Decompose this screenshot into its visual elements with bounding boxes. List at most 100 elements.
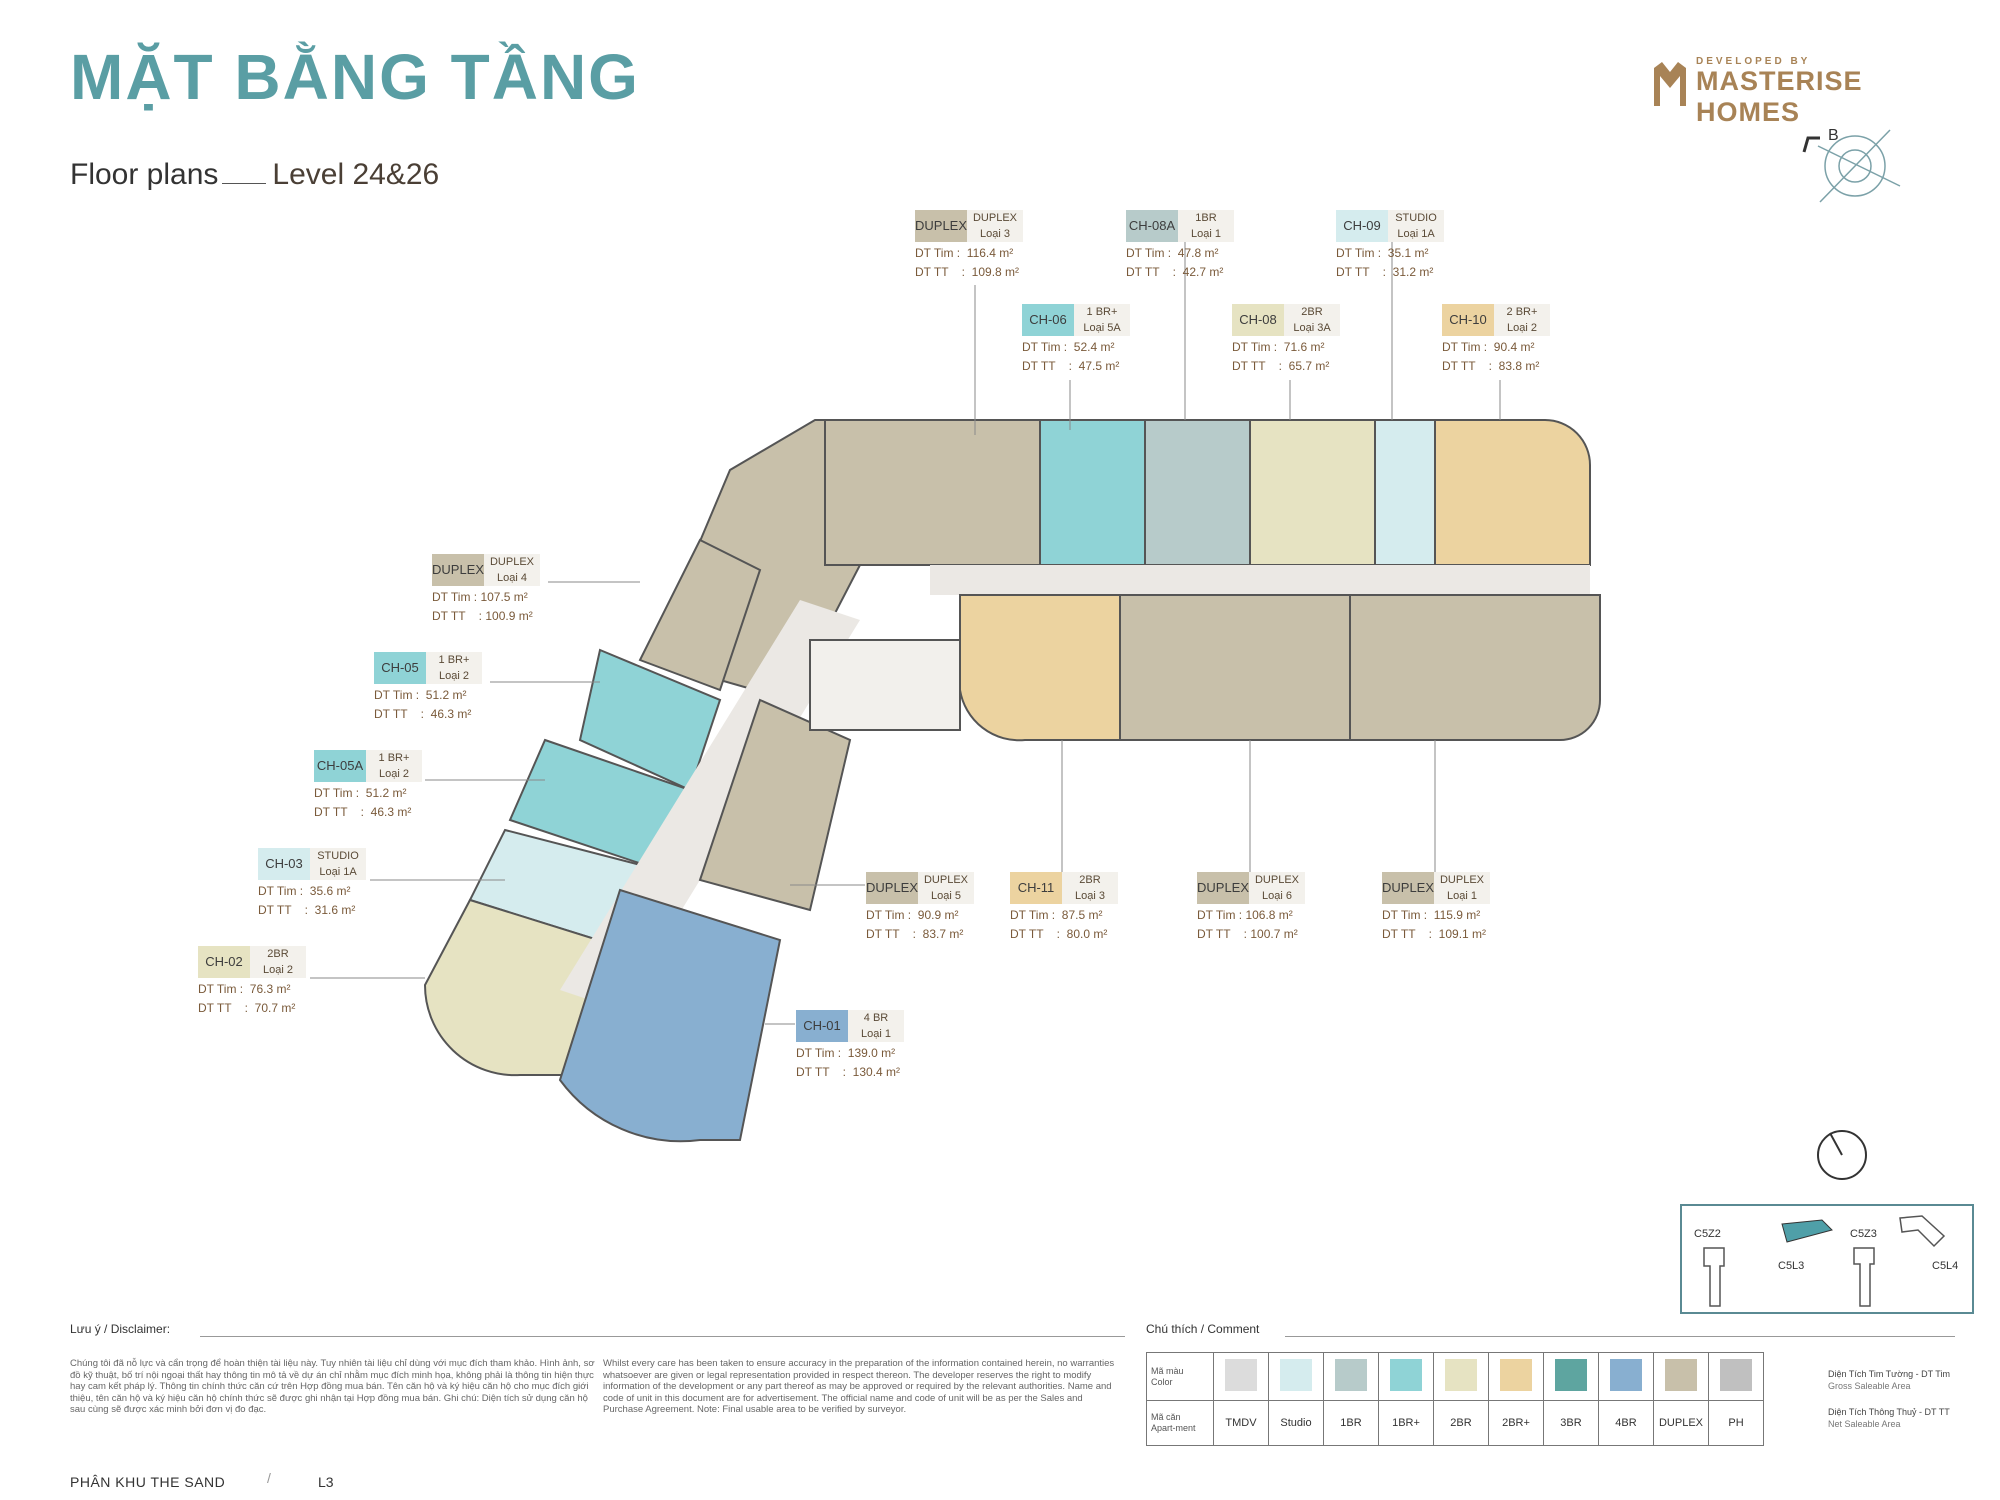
key-plan-label: C5Z2 — [1694, 1228, 1721, 1240]
unit-type: 1 BR+Loại 2 — [366, 750, 422, 782]
unit-code: CH-05A — [314, 750, 366, 782]
unit-ch-06[interactable] — [1039, 419, 1146, 566]
unit-ch-08a[interactable] — [1144, 419, 1251, 566]
unit-ch-10[interactable] — [1434, 419, 1591, 566]
unit-gross-area: DT Tim : 87.5 m² — [1010, 908, 1103, 922]
unit-code: CH-08 — [1232, 304, 1284, 336]
leader-lines — [310, 240, 1501, 1025]
unit-code: DUPLEX — [866, 872, 918, 904]
unit-ch-08[interactable] — [1249, 419, 1376, 566]
unit-gross-area: DT Tim : 51.2 m² — [314, 786, 407, 800]
unit-code: CH-03 — [258, 848, 310, 880]
unit-net-area: DT TT : 47.5 m² — [1022, 359, 1120, 373]
unit-type: 2 BR+Loại 2 — [1494, 304, 1550, 336]
legend-swatch-duplex — [1653, 1352, 1709, 1401]
unit-code: CH-10 — [1442, 304, 1494, 336]
unit-duplex-6[interactable] — [1119, 594, 1351, 741]
masterise-logo-icon — [1654, 62, 1686, 106]
footer-code: L3 — [318, 1474, 334, 1490]
compass: B — [1800, 120, 1920, 225]
unit-duplex-1[interactable] — [1349, 594, 1601, 741]
floor-plan-outline — [423, 419, 1601, 1143]
unit-code: DUPLEX — [915, 210, 967, 242]
unit-type: 1 BR+Loại 2 — [426, 652, 482, 684]
unit-net-area: DT TT : 100.7 m² — [1197, 927, 1298, 941]
legend-swatch-1br — [1323, 1352, 1379, 1401]
level-label: Level 24&26 — [272, 158, 440, 191]
unit-gross-area: DT Tim : 90.4 m² — [1442, 340, 1535, 354]
legend-swatch-tmdv — [1213, 1352, 1269, 1401]
unit-code: CH-08A — [1126, 210, 1178, 242]
disclaimer-vn: Chúng tôi đã nỗ lực và cẩn trọng để hoàn… — [70, 1358, 595, 1415]
unit-gross-area: DT Tim : 51.2 m² — [374, 688, 467, 702]
unit-net-area: DT TT : 31.2 m² — [1336, 265, 1434, 279]
unit-gross-area: DT Tim : 115.9 m² — [1382, 908, 1481, 922]
key-plan-label: C5Z3 — [1850, 1228, 1877, 1240]
legend-swatch-1brplus — [1378, 1352, 1434, 1401]
north-indicator-icon — [1817, 1130, 1867, 1180]
legend-swatch-studio — [1268, 1352, 1324, 1401]
elevator-core — [809, 639, 961, 731]
key-plan-label: C5L3 — [1778, 1260, 1805, 1272]
corridor-east — [930, 565, 1590, 595]
legend-label: 2BR — [1433, 1400, 1489, 1446]
disclaimer-divider — [200, 1336, 1125, 1337]
legend-label: PH — [1708, 1400, 1764, 1446]
unit-ch-11[interactable] — [959, 594, 1121, 742]
unit-gross-area: DT Tim : 107.5 m² — [432, 590, 528, 604]
legend-label: Studio — [1268, 1400, 1324, 1446]
unit-code: CH-05 — [374, 652, 426, 684]
unit-gross-area: DT Tim : 116.4 m² — [915, 246, 1014, 260]
unit-net-area: DT TT : 46.3 m² — [314, 805, 412, 819]
unit-type: 1 BR+Loại 5A — [1074, 304, 1130, 336]
legend-swatch-3br — [1543, 1352, 1599, 1401]
unit-ch-01[interactable] — [558, 888, 782, 1143]
unit-duplex-3[interactable] — [824, 419, 1041, 566]
unit-duplex-4-lower[interactable] — [638, 538, 762, 692]
legend-label: DUPLEX — [1653, 1400, 1709, 1446]
unit-code: CH-01 — [796, 1010, 848, 1042]
unit-net-area: DT TT : 100.9 m² — [432, 609, 533, 623]
legend-label: 4BR — [1598, 1400, 1654, 1446]
unit-ch-09[interactable] — [1374, 419, 1436, 566]
unit-code: CH-11 — [1010, 872, 1062, 904]
net-area-note: Diện Tích Thông Thuỷ - DT TT Net Saleabl… — [1828, 1407, 1950, 1429]
developer-logo: DEVELOPED BY MASTERISE HOMES — [1652, 56, 1952, 127]
legend-swatch-2br — [1433, 1352, 1489, 1401]
page-title: MẶT BẰNG TẦNG — [70, 41, 640, 113]
legend-label: 1BR+ — [1378, 1400, 1434, 1446]
unit-net-area: DT TT : 65.7 m² — [1232, 359, 1330, 373]
key-plan-diagram — [1703, 1215, 1946, 1307]
unit-gross-area: DT Tim : 52.4 m² — [1022, 340, 1115, 354]
unit-net-area: DT TT : 70.7 m² — [198, 1001, 296, 1015]
disclaimer-title: Lưu ý / Disclaimer: — [70, 1322, 171, 1336]
